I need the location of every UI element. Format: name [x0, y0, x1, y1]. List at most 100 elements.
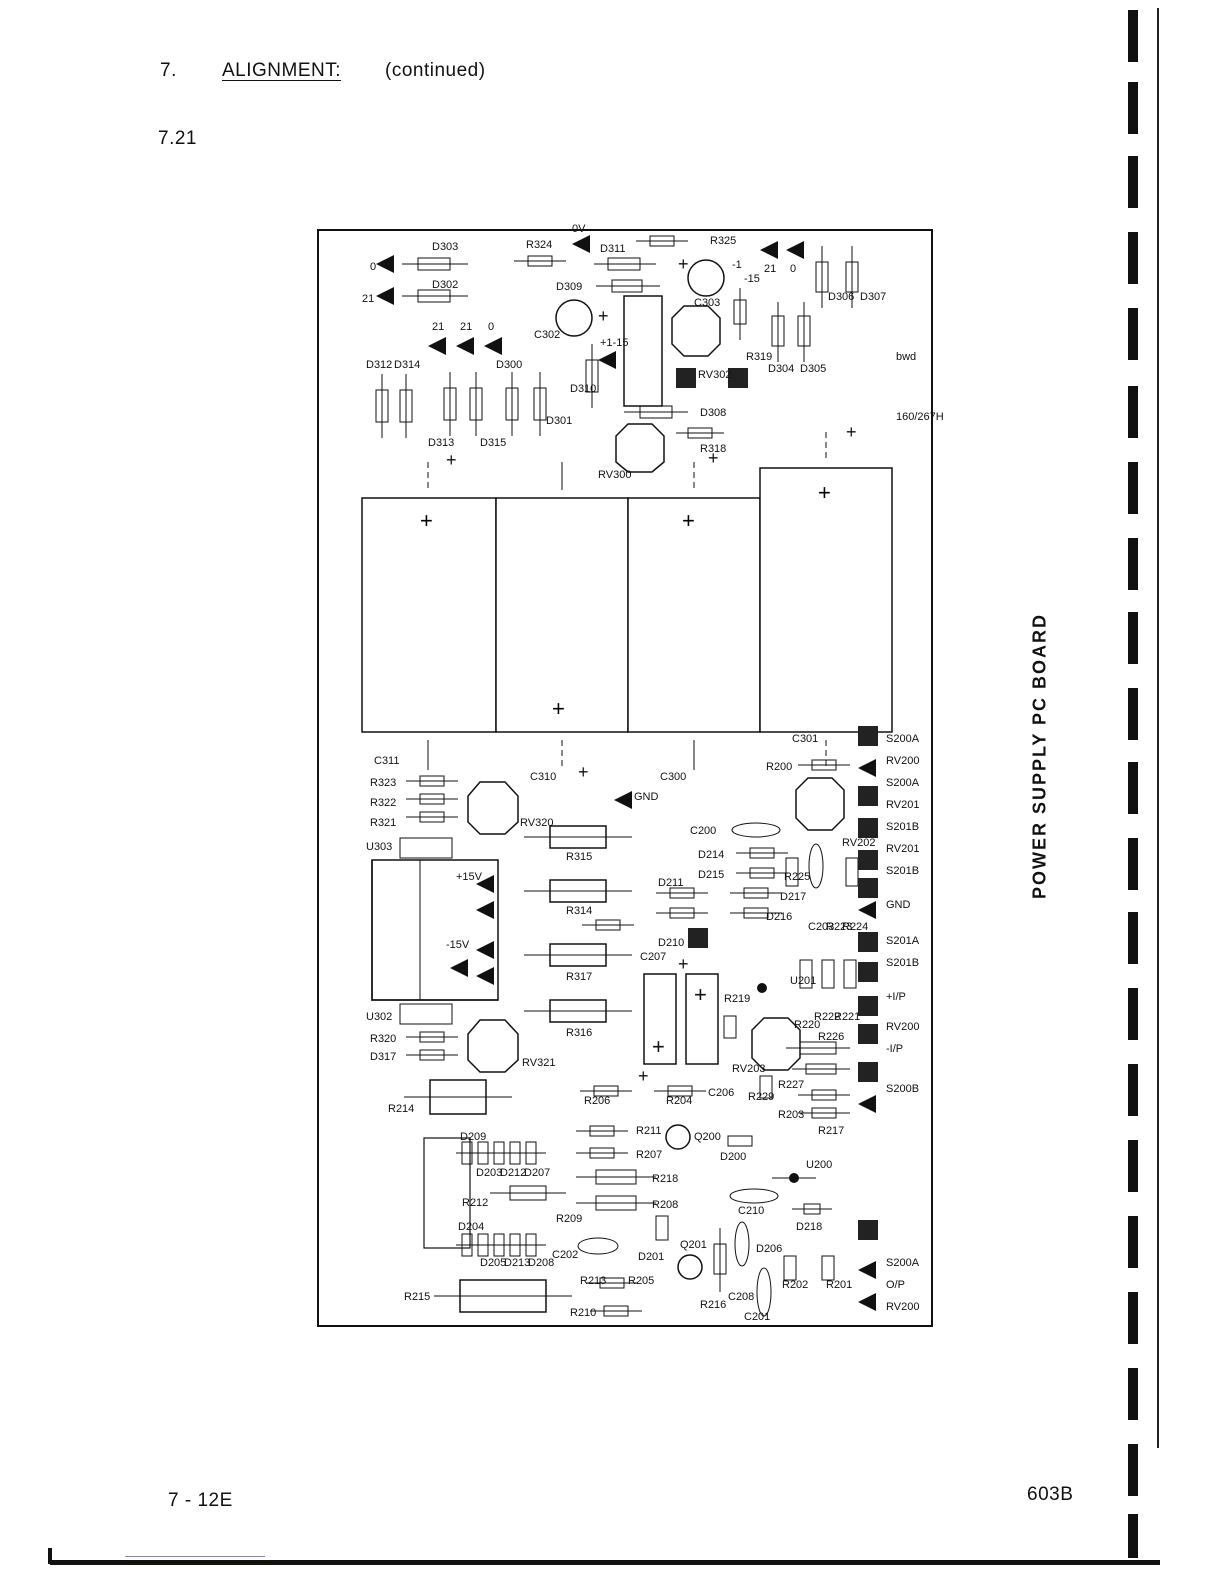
- label-d205: D205: [480, 1257, 506, 1269]
- label-d209: D209: [460, 1131, 486, 1143]
- label-r218: R218: [652, 1173, 678, 1185]
- supply-label: GND: [634, 791, 659, 803]
- transistor-q201: [677, 1254, 703, 1280]
- capacitor-block: [495, 497, 629, 733]
- label-r319: R319: [746, 351, 772, 363]
- plus-mark: +: [420, 508, 433, 533]
- svg-text:+: +: [678, 254, 689, 274]
- edge-label: S201B: [886, 865, 919, 877]
- label-r203: R203: [778, 1109, 804, 1121]
- label-c303: C303: [694, 297, 720, 309]
- label-c200: C200: [690, 825, 716, 837]
- blue-rule: [125, 1556, 265, 1557]
- label-r206: R206: [584, 1095, 610, 1107]
- label-r221: R221: [834, 1011, 860, 1023]
- drawing-number: 160/267H: [896, 411, 944, 423]
- polarity-marks: + + + + + + + + + +: [446, 254, 857, 1086]
- label-r214: R214: [388, 1103, 414, 1115]
- capacitor-block: [627, 497, 761, 733]
- label-r325: R325: [710, 235, 736, 247]
- edge-label: GND: [886, 899, 911, 911]
- label-c300: C300: [660, 771, 686, 783]
- label-r224: R224: [842, 921, 868, 933]
- label-c210: C210: [738, 1205, 764, 1217]
- label-c311: C311: [374, 755, 399, 767]
- label-d302: D302: [432, 279, 458, 291]
- tp-label: 0: [790, 263, 796, 275]
- label-r207: R207: [636, 1149, 662, 1161]
- binder-marks: [1110, 0, 1170, 1584]
- label-d314: D314: [394, 359, 420, 371]
- label-d212: D212: [500, 1167, 526, 1179]
- capacitor-c302: [555, 299, 593, 337]
- edge-label: O/P: [886, 1279, 905, 1291]
- edge-label: RV200: [886, 755, 919, 767]
- section-number: 7.: [160, 60, 177, 81]
- edge-label: S201B: [886, 821, 919, 833]
- label-r219: R219: [724, 993, 750, 1005]
- label-d207: D207: [524, 1167, 550, 1179]
- label-d208: D208: [528, 1257, 554, 1269]
- label-rv320: RV320: [520, 817, 553, 829]
- tp-label: -1: [732, 259, 742, 271]
- label-c208: C208: [728, 1291, 754, 1303]
- label-rv203: RV203: [732, 1063, 765, 1075]
- label-u302: U302: [366, 1011, 392, 1023]
- regulator-block: [371, 837, 499, 1025]
- label-c201: C201: [744, 1311, 770, 1323]
- small-components-bottom: [456, 1085, 706, 1317]
- label-d317: D317: [370, 1051, 396, 1063]
- tp-label: 21: [362, 293, 374, 305]
- component-labels: 0 21 21 21 0 0V -1 -15 21 0 +1-15 -15V +…: [362, 223, 944, 1323]
- label-r204: R204: [666, 1095, 692, 1107]
- section-title: ALIGNMENT:: [222, 60, 342, 81]
- svg-text:+: +: [846, 422, 857, 442]
- svg-text:+: +: [694, 982, 707, 1007]
- label-d312: D312: [366, 359, 392, 371]
- label-r315: R315: [566, 851, 592, 863]
- edge-label: -I/P: [886, 1043, 903, 1055]
- label-d310: D310: [570, 383, 596, 395]
- label-r314: R314: [566, 905, 592, 917]
- diode-array-block: [423, 1137, 471, 1249]
- section-continued: (continued): [385, 60, 486, 81]
- svg-text:+: +: [598, 306, 609, 326]
- edge-label: S200B: [886, 1083, 919, 1095]
- label-r229: R229: [748, 1091, 774, 1103]
- edge-label: S201B: [886, 957, 919, 969]
- label-rv321: RV321: [522, 1057, 555, 1069]
- edge-label: S201A: [886, 935, 920, 947]
- label-q201: Q201: [680, 1239, 707, 1251]
- edge-label: +I/P: [886, 991, 906, 1003]
- plus-mark: +: [552, 696, 565, 721]
- tp-label: 21: [764, 263, 776, 275]
- label-r222: R222: [814, 1011, 840, 1023]
- label-r212: R212: [462, 1197, 488, 1209]
- capacitor-c207: [643, 973, 677, 1065]
- label-r316: R316: [566, 1027, 592, 1039]
- label-rv202: RV202: [842, 837, 875, 849]
- label-rv302: RV302: [698, 369, 731, 381]
- label-r208: R208: [652, 1199, 678, 1211]
- supply-label: -15V: [446, 939, 470, 951]
- label-r201: R201: [826, 1279, 852, 1291]
- label-r318: R318: [700, 443, 726, 455]
- label-r322: R322: [370, 797, 396, 809]
- label-r210: R210: [570, 1307, 596, 1319]
- label-r227: R227: [778, 1079, 804, 1091]
- capacitor-block: [759, 467, 893, 733]
- label-r321: R321: [370, 817, 396, 829]
- label-d217: D217: [780, 891, 806, 903]
- label-d300: D300: [496, 359, 522, 371]
- small-components-center: [406, 759, 850, 1061]
- board-outline: [317, 229, 933, 1327]
- label-r213: R213: [580, 1275, 606, 1287]
- plus-mark: +: [682, 508, 695, 533]
- small-components-lower: [655, 857, 859, 1317]
- model-number: 603B: [1027, 1484, 1074, 1505]
- subsection-number: 7.21: [158, 128, 197, 149]
- label-r320: R320: [370, 1033, 396, 1045]
- tp-label: 0: [370, 261, 376, 273]
- square-pads: [676, 368, 878, 1240]
- plus-mark: +: [818, 480, 831, 505]
